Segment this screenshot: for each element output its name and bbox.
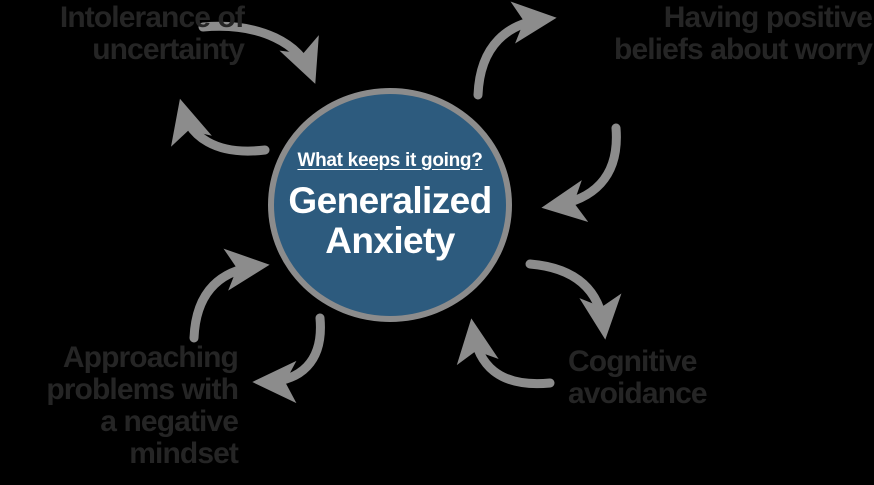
central-node-generalized-anxiety: What keeps it going? Generalized Anxiety (268, 88, 512, 322)
factor-label-positive-beliefs-about-worry: Having positive beliefs about worry (542, 1, 873, 67)
arrow-positive-beliefs-to-center (541, 123, 621, 222)
arrow-center-to-negative-mindset (252, 313, 325, 404)
factor-line: Intolerance of (59, 1, 245, 34)
factor-line: Having positive (663, 1, 873, 34)
factor-line: problems with (46, 373, 239, 407)
factor-label-negative-problem-orientation: Approaching problems with a negative min… (0, 341, 239, 471)
arrow-center-to-cognitive-avoidance (525, 259, 622, 340)
factor-line: uncertainty (92, 33, 245, 67)
arrow-cognitive-avoidance-to-center (456, 318, 555, 389)
factor-line: avoidance (568, 377, 708, 411)
factor-line: beliefs about worry (614, 33, 873, 67)
arrow-center-to-positive-beliefs (473, 1, 557, 100)
arrow-uncertainty-to-center (198, 21, 319, 84)
central-node-title-line2: Anxiety (325, 219, 455, 261)
central-node-kicker: What keeps it going? (297, 149, 483, 171)
factor-line: a negative (100, 405, 239, 439)
central-node-title-line1: Generalized (288, 179, 492, 221)
factor-line: Approaching (62, 341, 239, 374)
factor-line: mindset (129, 437, 239, 471)
arrow-center-to-uncertainty (171, 98, 270, 156)
factor-label-cognitive-avoidance: Cognitive avoidance (568, 345, 868, 411)
central-node-title: Generalized Anxiety (288, 179, 492, 261)
arrow-negative-mindset-to-center (189, 248, 270, 343)
factor-label-intolerance-of-uncertainty: Intolerance of uncertainty (4, 1, 245, 67)
factor-line: Cognitive (568, 345, 697, 378)
